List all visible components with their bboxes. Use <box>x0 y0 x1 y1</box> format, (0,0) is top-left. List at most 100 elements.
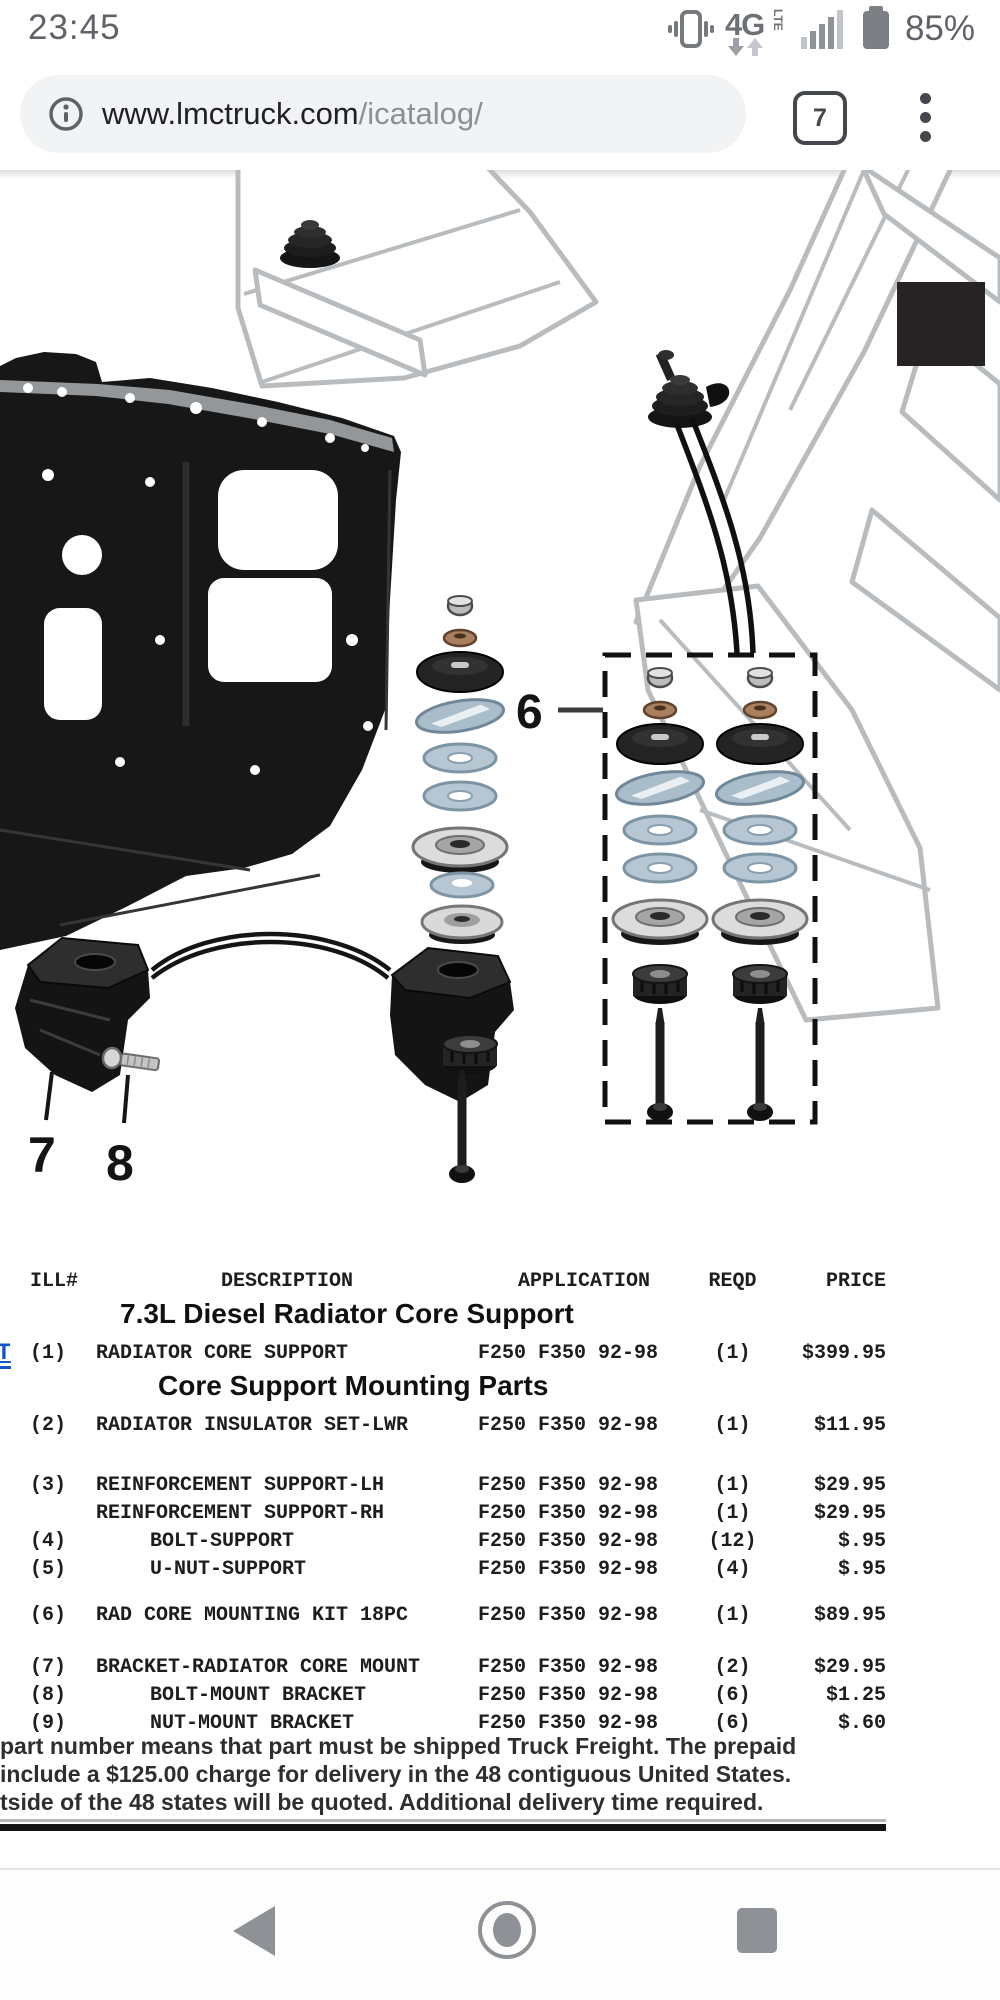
cell-description: U-NUT-SUPPORT <box>150 1558 307 1581</box>
mounting-kit-stack-left <box>613 668 707 1121</box>
cell-price: $.95 <box>837 1530 886 1553</box>
hardware-stack-free <box>413 596 507 873</box>
nav-home-dot[interactable] <box>493 1913 521 1947</box>
cell-price: $1.25 <box>825 1684 886 1707</box>
cell-description: NUT-MOUNT BRACKET <box>150 1712 355 1735</box>
vibrate-icon <box>667 10 714 48</box>
cell-description: BOLT-SUPPORT <box>150 1530 295 1553</box>
freight-note-line: part number means that part must be ship… <box>0 1733 797 1759</box>
battery-icon <box>862 6 889 49</box>
cell-ill: (6) <box>30 1604 67 1627</box>
callout-7-line <box>44 1071 54 1121</box>
header-description: DESCRIPTION <box>220 1270 354 1293</box>
bracket-right <box>390 946 514 1102</box>
cell-ill: (9) <box>30 1712 67 1735</box>
small-bolt-8 <box>101 1046 160 1072</box>
battery-percent-label: 85% <box>904 9 975 48</box>
url-path: /icatalog/ <box>358 96 483 131</box>
cell-description: BOLT-MOUNT BRACKET <box>150 1684 367 1707</box>
section-title-core-support: 7.3L Diesel Radiator Core Support <box>120 1298 574 1329</box>
freight-note-line: include a $125.00 charge for delivery in… <box>0 1761 792 1787</box>
table-row: (9) NUT-MOUNT BRACKET F250 F350 92-98 (6… <box>30 1712 886 1735</box>
cell-application: F250 F350 92-98 <box>478 1414 659 1437</box>
cell-reqd: (4) <box>714 1558 751 1581</box>
cell-ill: (4) <box>30 1530 67 1553</box>
cell-reqd: (1) <box>714 1474 751 1497</box>
cell-reqd: (1) <box>714 1502 751 1525</box>
header-price: PRICE <box>825 1270 886 1293</box>
truncated-part-link[interactable]: T <box>0 1340 11 1369</box>
cell-application: F250 F350 92-98 <box>478 1530 659 1553</box>
cell-ill: (7) <box>30 1656 67 1679</box>
callout-7-label: 7 <box>28 1127 56 1183</box>
cell-application: F250 F350 92-98 <box>478 1502 659 1525</box>
cell-reqd: (6) <box>714 1712 751 1735</box>
cell-reqd: (6) <box>714 1684 751 1707</box>
status-bar: 23:45 4G LTE 85% <box>0 0 1000 58</box>
toolbar-shadow <box>0 170 1000 179</box>
cell-price: $11.95 <box>813 1414 886 1437</box>
tab-switcher-button[interactable]: 7 <box>793 91 847 145</box>
nav-back-icon[interactable] <box>233 1906 275 1956</box>
cell-description: REINFORCEMENT SUPPORT-LH <box>96 1474 385 1497</box>
table-row: (7) BRACKET-RADIATOR CORE MOUNT F250 F35… <box>30 1656 886 1679</box>
callout-6-label: 6 <box>516 686 543 739</box>
cell-reqd: (2) <box>714 1656 751 1679</box>
nav-home-icon[interactable] <box>478 1901 536 1959</box>
page-info-icon[interactable] <box>48 96 84 132</box>
cell-ill: (1) <box>30 1342 67 1365</box>
cell-application: F250 F350 92-98 <box>478 1558 659 1581</box>
browser-toolbar: www.lmctruck.com/icatalog/ 7 <box>0 58 1000 170</box>
cell-application: F250 F350 92-98 <box>478 1342 659 1365</box>
tab-count-label: 7 <box>813 103 827 132</box>
mounting-kit-box <box>602 652 818 1125</box>
callout-8-label: 8 <box>106 1135 134 1191</box>
table-row: (3) REINFORCEMENT SUPPORT-LH F250 F350 9… <box>30 1474 886 1497</box>
cell-application: F250 F350 92-98 <box>478 1684 659 1707</box>
clock: 23:45 <box>28 8 121 47</box>
cell-description: RADIATOR INSULATOR SET-LWR <box>96 1414 409 1437</box>
table-row: (5) U-NUT-SUPPORT F250 F350 92-98 (4) $.… <box>30 1558 886 1581</box>
signal-strength-icon <box>800 10 843 49</box>
cell-price: $.95 <box>837 1558 886 1581</box>
table-row: REINFORCEMENT SUPPORT-RH F250 F350 92-98… <box>30 1502 886 1525</box>
cell-ill: (5) <box>30 1558 67 1581</box>
cell-application: F250 F350 92-98 <box>478 1604 659 1627</box>
cell-reqd: (1) <box>714 1414 751 1437</box>
page-tab-marker <box>897 282 985 366</box>
network-lte-label: LTE <box>770 9 785 31</box>
callout-8-line <box>122 1074 130 1124</box>
url-domain: www.lmctruck.com <box>102 96 359 131</box>
cell-application: F250 F350 92-98 <box>478 1474 659 1497</box>
cell-price: $.60 <box>837 1712 886 1735</box>
table-row: (4) BOLT-SUPPORT F250 F350 92-98 (12) $.… <box>30 1530 886 1553</box>
parts-diagram: 6 7 8 <box>0 170 1000 1191</box>
network-4g-label: 4G <box>724 7 765 42</box>
cell-price: $29.95 <box>813 1656 886 1679</box>
cell-application: F250 F350 92-98 <box>478 1712 659 1735</box>
cell-ill <box>30 1502 96 1525</box>
cell-reqd: (12) <box>708 1530 757 1553</box>
cell-description: REINFORCEMENT SUPPORT-RH <box>96 1502 385 1525</box>
table-row: (8) BOLT-MOUNT BRACKET F250 F350 92-98 (… <box>30 1684 886 1707</box>
omnibox[interactable]: www.lmctruck.com/icatalog/ <box>20 75 746 153</box>
nav-recents-icon[interactable] <box>737 1908 777 1953</box>
cell-price: $399.95 <box>801 1342 886 1365</box>
table-row: (2) RADIATOR INSULATOR SET-LWR F250 F350… <box>30 1414 886 1437</box>
network-type-indicator: 4G LTE <box>724 5 791 56</box>
leader-curves-kit <box>673 417 756 654</box>
cell-description: RADIATOR CORE SUPPORT <box>96 1342 349 1365</box>
table-row: (1) RADIATOR CORE SUPPORT F250 F350 92-9… <box>30 1342 886 1365</box>
cell-ill: (3) <box>30 1474 67 1497</box>
table-row: (6) RAD CORE MOUNTING KIT 18PC F250 F350… <box>30 1604 886 1627</box>
header-reqd: REQD <box>708 1270 757 1293</box>
android-navigation-bar <box>0 1868 1000 2000</box>
cell-price: $29.95 <box>813 1474 886 1497</box>
cell-description: BRACKET-RADIATOR CORE MOUNT <box>96 1656 421 1679</box>
bracket-bushing <box>441 1033 499 1076</box>
menu-kebab-icon[interactable] <box>913 91 937 142</box>
cell-price: $29.95 <box>813 1502 886 1525</box>
leader-curves-brackets <box>150 931 392 980</box>
url-text[interactable]: www.lmctruck.com/icatalog/ <box>102 96 483 132</box>
